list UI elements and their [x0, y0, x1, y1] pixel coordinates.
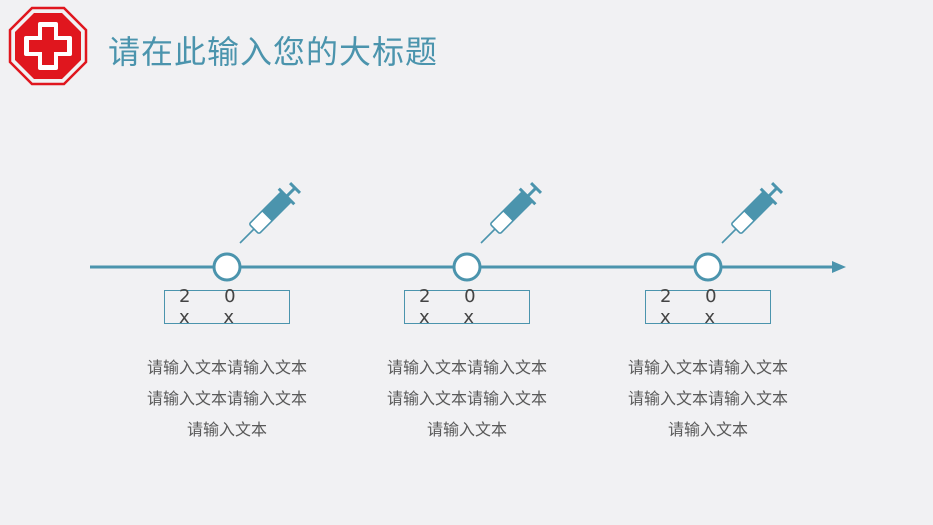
syringe-icon [720, 178, 787, 245]
medical-cross-logo-icon [8, 6, 88, 86]
milestone-description: 请输入文本请输入文本请输入文本请输入文本请输入文本 [386, 358, 547, 439]
syringe-icon [238, 178, 305, 245]
timeline-arrow [832, 261, 846, 273]
year-box: 2 0 x x [645, 286, 771, 328]
milestone-description: 请输入文本请输入文本请输入文本请输入文本请输入文本 [627, 358, 788, 439]
syringe-icon [479, 178, 546, 245]
year-box: 2 0 x x [164, 286, 290, 328]
milestone-description: 请输入文本请输入文本请输入文本请输入文本请输入文本 [146, 358, 307, 439]
year-box: 2 0 x x [404, 286, 530, 328]
timeline-node [693, 252, 723, 282]
timeline-node [452, 252, 482, 282]
page-title: 请在此输入您的大标题 [108, 33, 439, 71]
timeline-node [212, 252, 242, 282]
